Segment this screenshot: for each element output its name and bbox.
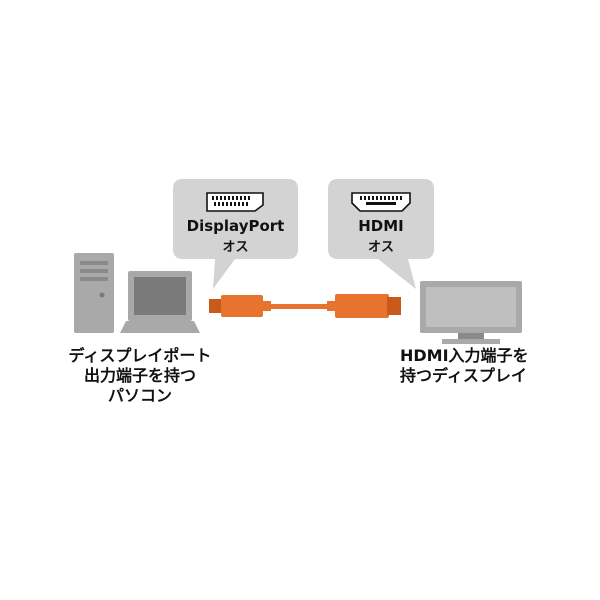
hdmi-plug-housing bbox=[335, 294, 389, 318]
displayport-to-hdmi-cable bbox=[209, 294, 401, 318]
displayport-label: DisplayPort bbox=[186, 217, 285, 235]
desktop-tower-icon bbox=[74, 253, 114, 333]
hdmi-gender-label: オス bbox=[367, 240, 394, 255]
displayport-plug-housing bbox=[221, 295, 263, 317]
displayport-connector-icon bbox=[206, 192, 264, 212]
displayport-plug-tip bbox=[209, 299, 223, 313]
callout-bubble-shape bbox=[173, 179, 298, 289]
display-monitor-icon bbox=[420, 281, 522, 344]
hdmi-callout: HDMI オス bbox=[328, 179, 434, 289]
display-caption-line2: 持つディスプレイ bbox=[400, 366, 527, 385]
laptop-icon bbox=[120, 271, 200, 333]
cable-wire bbox=[271, 304, 331, 309]
pc-caption-line3: パソコン bbox=[107, 386, 172, 405]
hdmi-plug-tip bbox=[387, 297, 401, 315]
hdmi-label: HDMI bbox=[358, 217, 404, 235]
displayport-callout: DisplayPort オス bbox=[173, 179, 298, 289]
display-caption-line1: HDMI入力端子を bbox=[400, 346, 529, 365]
pc-caption: ディスプレイポート 出力端子を持つ パソコン bbox=[60, 346, 220, 406]
pc-caption-line1: ディスプレイポート bbox=[68, 346, 212, 365]
display-caption: HDMI入力端子を 持つディスプレイ bbox=[400, 346, 540, 386]
displayport-gender-label: オス bbox=[222, 240, 249, 255]
pc-caption-line2: 出力端子を持つ bbox=[83, 366, 196, 385]
hdmi-connector-icon bbox=[351, 192, 411, 212]
